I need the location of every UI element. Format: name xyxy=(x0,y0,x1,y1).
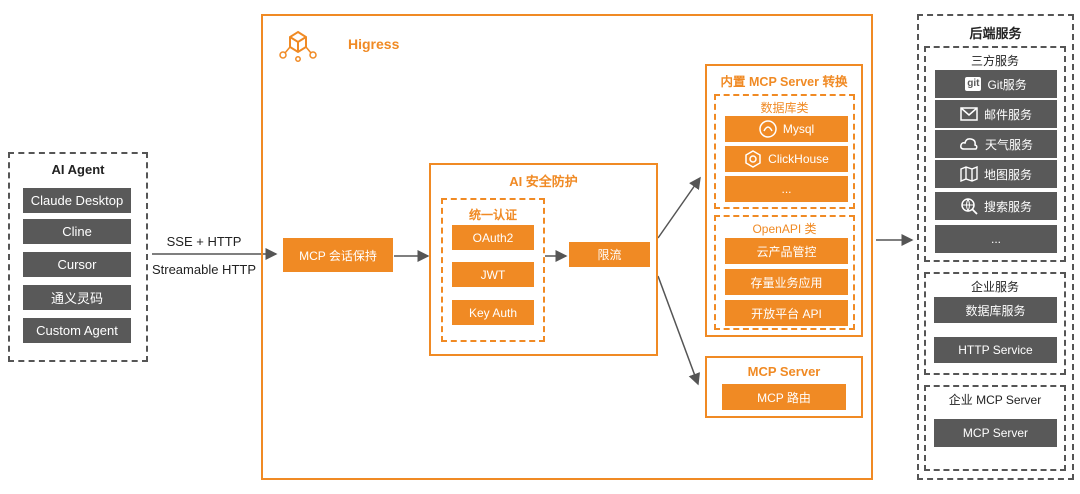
auth-key-auth[interactable]: Key Auth xyxy=(452,300,534,325)
database-panel: 数据库类 xyxy=(714,94,855,209)
ai-security-panel: AI 安全防护 xyxy=(429,163,658,356)
agent-cline[interactable]: Cline xyxy=(23,219,131,244)
ai-agent-title: AI Agent xyxy=(51,162,105,177)
db-more[interactable]: ... xyxy=(725,176,848,202)
openapi-legacy-apps[interactable]: 存量业务应用 xyxy=(725,269,848,295)
backend-panel: 后端服务 xyxy=(917,14,1074,480)
backend-title: 后端服务 xyxy=(969,26,1022,41)
git-icon-glyph: git xyxy=(965,77,982,91)
database-title: 数据库类 xyxy=(760,101,809,115)
openapi-title: OpenAPI 类 xyxy=(752,222,817,236)
service-mail-label: 邮件服务 xyxy=(983,107,1032,122)
mcp-server-panel: MCP Server xyxy=(705,356,863,418)
builtin-mcp-panel: 内置 MCP Server 转换 xyxy=(705,64,863,337)
weather-icon xyxy=(959,136,979,152)
ai-security-title: AI 安全防护 xyxy=(509,174,578,189)
mcp-route-button[interactable]: MCP 路由 xyxy=(722,384,846,410)
unified-auth-panel: 统一认证 xyxy=(441,198,545,342)
service-search-label: 搜索服务 xyxy=(983,199,1032,214)
protocol-streamable-label: Streamable HTTP xyxy=(151,262,257,277)
service-map[interactable]: 地图服务 xyxy=(935,160,1057,188)
arrow-security-to-mcpserver xyxy=(657,275,700,386)
agent-cursor[interactable]: Cursor xyxy=(23,252,131,277)
mcp-session-button[interactable]: MCP 会话保持 xyxy=(283,238,393,272)
db-clickhouse[interactable]: ClickHouse xyxy=(725,146,848,172)
service-weather-label: 天气服务 xyxy=(984,137,1033,152)
service-git[interactable]: git Git服务 xyxy=(935,70,1057,98)
enterprise-title: 企业服务 xyxy=(970,280,1019,294)
db-mysql-label: Mysql xyxy=(782,122,815,136)
higress-logo-icon xyxy=(278,28,318,62)
mysql-icon xyxy=(759,120,777,138)
openapi-cloud-control[interactable]: 云产品管控 xyxy=(725,238,848,264)
builtin-mcp-title: 内置 MCP Server 转换 xyxy=(720,75,848,89)
agent-custom[interactable]: Custom Agent xyxy=(23,318,131,343)
service-search[interactable]: 搜索服务 xyxy=(935,192,1057,220)
service-map-label: 地图服务 xyxy=(983,167,1032,182)
unified-auth-title: 统一认证 xyxy=(468,208,517,222)
git-icon: git xyxy=(965,77,982,91)
enterprise-db-service[interactable]: 数据库服务 xyxy=(934,297,1057,323)
protocol-sse-label: SSE + HTTP xyxy=(166,234,242,249)
service-more[interactable]: ... xyxy=(935,225,1057,253)
mail-icon xyxy=(960,107,978,121)
auth-jwt[interactable]: JWT xyxy=(452,262,534,287)
enterprise-http-service[interactable]: HTTP Service xyxy=(934,337,1057,363)
enterprise-mcp-server[interactable]: MCP Server xyxy=(934,419,1057,447)
agent-claude-desktop[interactable]: Claude Desktop xyxy=(23,188,131,213)
higress-title: Higress xyxy=(348,36,400,52)
third-party-title: 三方服务 xyxy=(970,54,1019,68)
map-icon xyxy=(960,166,978,182)
search-icon xyxy=(960,197,978,215)
ai-agent-panel: AI Agent xyxy=(8,152,148,362)
openapi-open-platform[interactable]: 开放平台 API xyxy=(725,300,848,326)
clickhouse-icon xyxy=(744,150,762,168)
mcp-server-title: MCP Server xyxy=(747,364,821,379)
arrow-security-to-builtin xyxy=(657,176,701,239)
enterprise-mcp-panel: 企业 MCP Server xyxy=(924,385,1066,471)
rate-limit-button[interactable]: 限流 xyxy=(569,242,650,267)
openapi-panel: OpenAPI 类 xyxy=(714,215,855,330)
agent-tongyi-lingma[interactable]: 通义灵码 xyxy=(23,285,131,310)
auth-oauth2[interactable]: OAuth2 xyxy=(452,225,534,250)
db-clickhouse-label: ClickHouse xyxy=(768,152,829,166)
higress-panel xyxy=(261,14,873,480)
db-mysql[interactable]: Mysql xyxy=(725,116,848,142)
service-weather[interactable]: 天气服务 xyxy=(935,130,1057,158)
enterprise-mcp-title: 企业 MCP Server xyxy=(948,393,1042,407)
service-git-label: Git服务 xyxy=(987,77,1027,92)
service-mail[interactable]: 邮件服务 xyxy=(935,100,1057,128)
third-party-panel: 三方服务 xyxy=(924,46,1066,262)
enterprise-panel: 企业服务 xyxy=(924,272,1066,375)
